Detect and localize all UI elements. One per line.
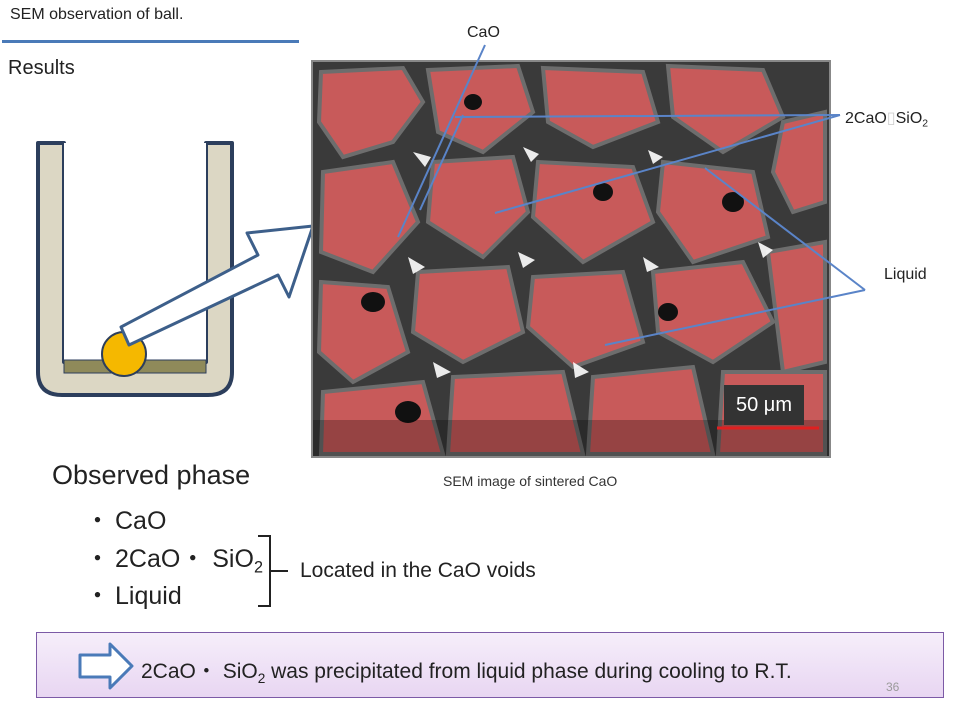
location-note: Located in the CaO voids xyxy=(300,559,536,582)
slide-number: 36 xyxy=(886,680,900,694)
label-liquid: Liquid xyxy=(884,266,927,283)
scale-bar-label: 50 μm xyxy=(724,385,804,425)
phase-item-2cao-sio2: ・2CaO・ SiO2 xyxy=(85,545,263,577)
label-2cao-sio2: 2CaO▯SiO2 xyxy=(845,110,929,130)
pointer-cao xyxy=(397,44,486,238)
phase-bracket xyxy=(258,535,288,607)
section-label: Results xyxy=(8,57,75,79)
summary-box xyxy=(36,632,944,698)
label-cao: CaO xyxy=(467,24,500,41)
sem-caption: SEM image of sintered CaO xyxy=(443,473,618,489)
sem-image xyxy=(311,60,831,458)
title-underline xyxy=(2,40,299,43)
crucible xyxy=(36,141,234,397)
pointer-2cao-sio2 xyxy=(494,114,841,214)
summary-arrow-icon xyxy=(78,642,134,690)
phase-item-cao: ・CaO xyxy=(85,507,167,535)
summary-text: 2CaO・ SiO2 was precipitated from liquid … xyxy=(141,660,792,686)
page-title: SEM observation of ball. xyxy=(10,6,184,23)
observed-phase-title: Observed phase xyxy=(52,460,251,490)
phase-item-liquid: ・Liquid xyxy=(85,582,182,610)
pointer-liquid xyxy=(604,289,866,346)
zoom-arrow xyxy=(119,224,315,347)
